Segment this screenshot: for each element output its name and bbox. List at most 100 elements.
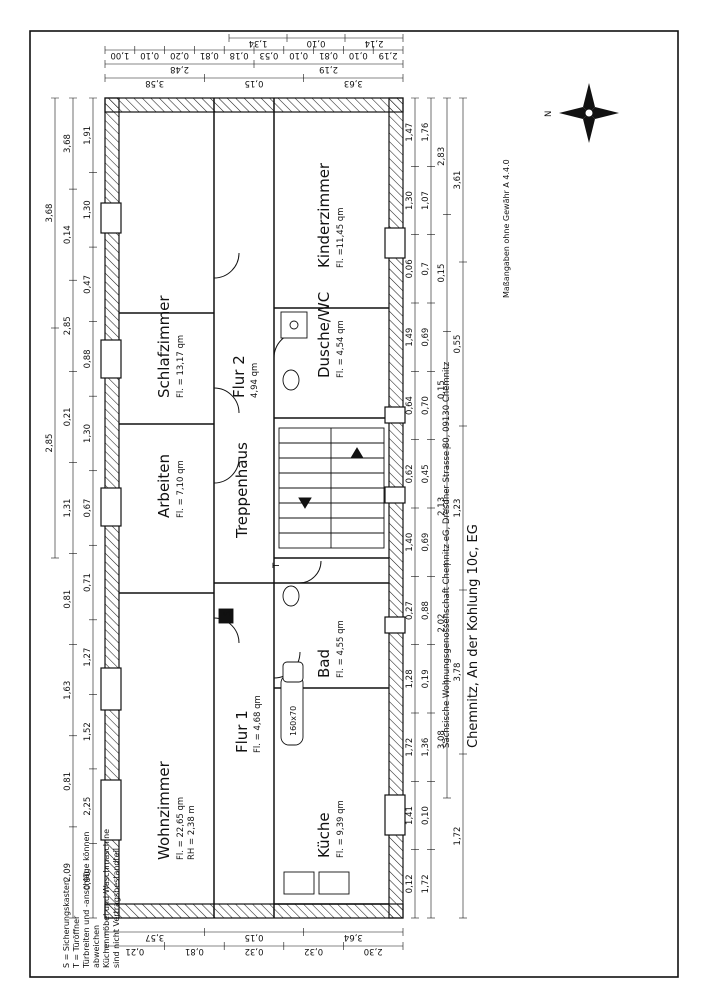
outer-walls [104,97,404,919]
dim-label: 3,64 [344,932,363,942]
sheet-border [29,30,679,978]
room-kueche-name: Küche [315,812,333,858]
dim-label: 3,63 [344,78,363,88]
dim-label: 2,02 [437,614,447,633]
dim-label: 0,15 [245,932,264,942]
dim-label: 0,53 [259,50,278,60]
dim-label: 0,47 [83,275,93,294]
footer: Sächsische Wohnungsgenossenschaft Chemni… [442,159,511,748]
dim-label: 2,85 [63,316,73,335]
interior-walls [119,98,389,918]
dim-label: 0,14 [63,225,73,244]
legend-line-2: T = Türöffner [72,915,81,969]
dim-label: 0,69 [421,533,431,552]
dim-label: 3,58 [145,78,164,88]
dim-label: 1,47 [405,123,415,142]
door-opener-marker: T [272,562,282,569]
dim-label: 0,15 [437,380,447,399]
dim-label: 1,31 [63,499,73,518]
sink-icon [282,661,304,683]
legend-line-4: abweichen [92,925,101,968]
room-dusche-area: Fl. = 4,54 qm [336,320,346,378]
legend-line-5: Küchenmöbel und Waschmaschine [102,829,111,968]
room-treppenhaus-name: Treppenhaus [233,442,251,539]
stove-icon [283,871,315,895]
dim-label: 1,52 [83,722,93,741]
bathtub-size: 160x70 [289,706,298,736]
dim-label: 1,63 [63,681,73,700]
room-kueche-area: Fl. = 9,39 qm [336,800,346,858]
dim-label: 0,69 [421,328,431,347]
fuse-box-icon [218,608,234,624]
dim-label: 2,19 [319,64,338,74]
dim-label: 3,68 [63,134,73,153]
dim-label: 1,91 [83,126,93,145]
dim-label: 1,07 [421,191,431,210]
dim-label: 2,14 [365,38,384,48]
dim-label: 1,30 [405,191,415,210]
dim-label: 2,25 [83,797,93,816]
dim-label: 0,10 [421,806,431,825]
dim-label: 0,15 [437,264,447,283]
dim-label: 1,41 [405,806,415,825]
dim-label: 0,27 [405,601,415,620]
floor-plan-drawing: Wohnzimmer Fl. = 22,65 qm RH = 2,38 m Ar… [29,30,679,978]
dim-label: 0,45 [421,464,431,483]
dim-label: 2,09 [63,863,73,882]
room-dusche-name: Dusche/WC [315,292,333,378]
fuse-box-marker: S [223,611,233,616]
compass-north-label: N [544,111,554,117]
dim-label: 0,67 [83,499,93,518]
dim-label: 0,32 [245,946,264,956]
dim-label: 1,40 [405,533,415,552]
dim-label: 2,85 [45,434,55,453]
stairs [278,427,385,549]
dimension-chains: 0,902,251,521,270,710,671,300,880,471,30… [45,34,467,956]
dim-label: 0,21 [125,946,144,956]
dim-label: 2,30 [364,946,383,956]
dim-label: 0,88 [83,349,93,368]
room-labels: Wohnzimmer Fl. = 22,65 qm RH = 2,38 m Ar… [155,162,346,860]
dim-label: 0,81 [185,946,204,956]
dim-label: 0,81 [200,50,219,60]
footer-org: Sächsische Wohnungsgenossenschaft Chemni… [442,361,452,748]
dim-label: 0,81 [63,590,73,609]
dim-label: 0,62 [405,464,415,483]
kitchen-sink-icon [318,871,350,895]
dim-label: 0,81 [63,772,73,791]
dim-label: 1,49 [405,328,415,347]
dim-label: 0,21 [63,407,73,426]
dim-label: 0,10 [349,50,368,60]
room-wohnzimmer-height: RH = 2,38 m [187,805,197,860]
room-flur1-area: Fl. = 4,68 qm [253,695,263,753]
dim-label: 3,61 [453,171,463,190]
windows [100,202,406,841]
dim-label: 0,7 [421,262,431,276]
dim-label: 0,10 [140,50,159,60]
dim-label: 0,55 [453,335,463,354]
dim-label: 0,06 [405,259,415,278]
dim-label: 3,68 [45,204,55,223]
room-arbeiten-area: Fl. = 7,10 qm [176,460,186,518]
dim-label: 3,78 [453,663,463,682]
dim-label: 0,81 [319,50,338,60]
dim-label: 0,19 [421,669,431,688]
dim-label: 3,08 [437,730,447,749]
dim-label: 1,72 [421,874,431,893]
dim-label: 2,13 [437,497,447,516]
dim-label: 1,76 [421,123,431,142]
legend-line-1: S = Sicherungskasten [62,880,71,968]
legend: S = Sicherungskasten T = Türöffner Türbr… [62,829,121,969]
room-flur2-area: 4,94 qm [250,363,260,398]
toilet-icon [282,585,300,607]
dim-label: 0,15 [245,78,264,88]
fixtures [218,311,350,895]
legend-line-3: Türbreiten und -anschläge können [82,832,91,969]
dim-label: 0,10 [307,38,326,48]
footer-address: Chemnitz, An der Kohlung 10c, EG [466,524,481,748]
dim-label: 0,20 [170,50,189,60]
dim-label: 0,71 [83,573,93,592]
dim-label: 0,70 [421,396,431,415]
dim-label: 0,12 [405,874,415,893]
room-kinderzimmer-area: Fl. =11,45 qm [336,208,346,269]
